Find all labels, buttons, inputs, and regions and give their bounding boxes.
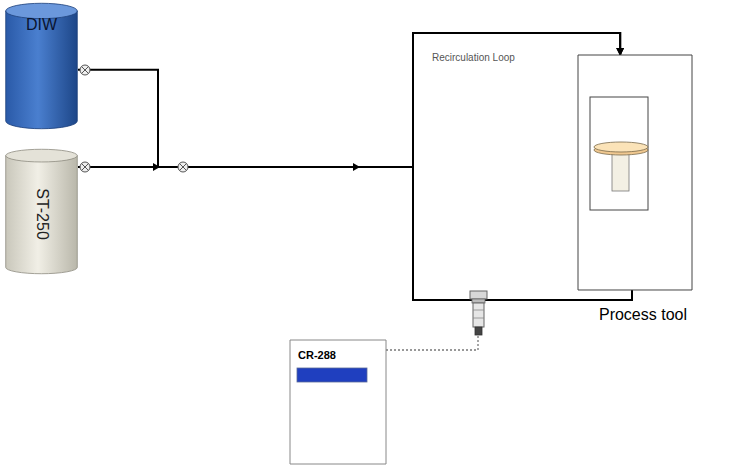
valve-symbol	[80, 65, 90, 75]
pipe-connector	[78, 33, 620, 167]
loop-label: Recirculation Loop	[430, 52, 517, 63]
pipe-connector	[78, 33, 620, 167]
tool-label: Process tool	[599, 306, 687, 324]
tank-label: ST-250	[33, 188, 51, 240]
device-label: CR-288	[298, 349, 336, 361]
controller-box: CR-288	[290, 340, 386, 464]
valve-symbol	[178, 162, 188, 172]
tank: ST-250	[5, 148, 78, 275]
tank-label: DIW	[26, 16, 57, 34]
signal-line	[386, 336, 478, 350]
sensor-symbol	[470, 291, 487, 335]
chamber-illustration	[578, 55, 692, 290]
tank: DIW	[5, 2, 78, 130]
valve-symbol	[80, 162, 90, 172]
flow-arrows	[153, 163, 360, 171]
process-tool: Process tool	[578, 55, 692, 290]
